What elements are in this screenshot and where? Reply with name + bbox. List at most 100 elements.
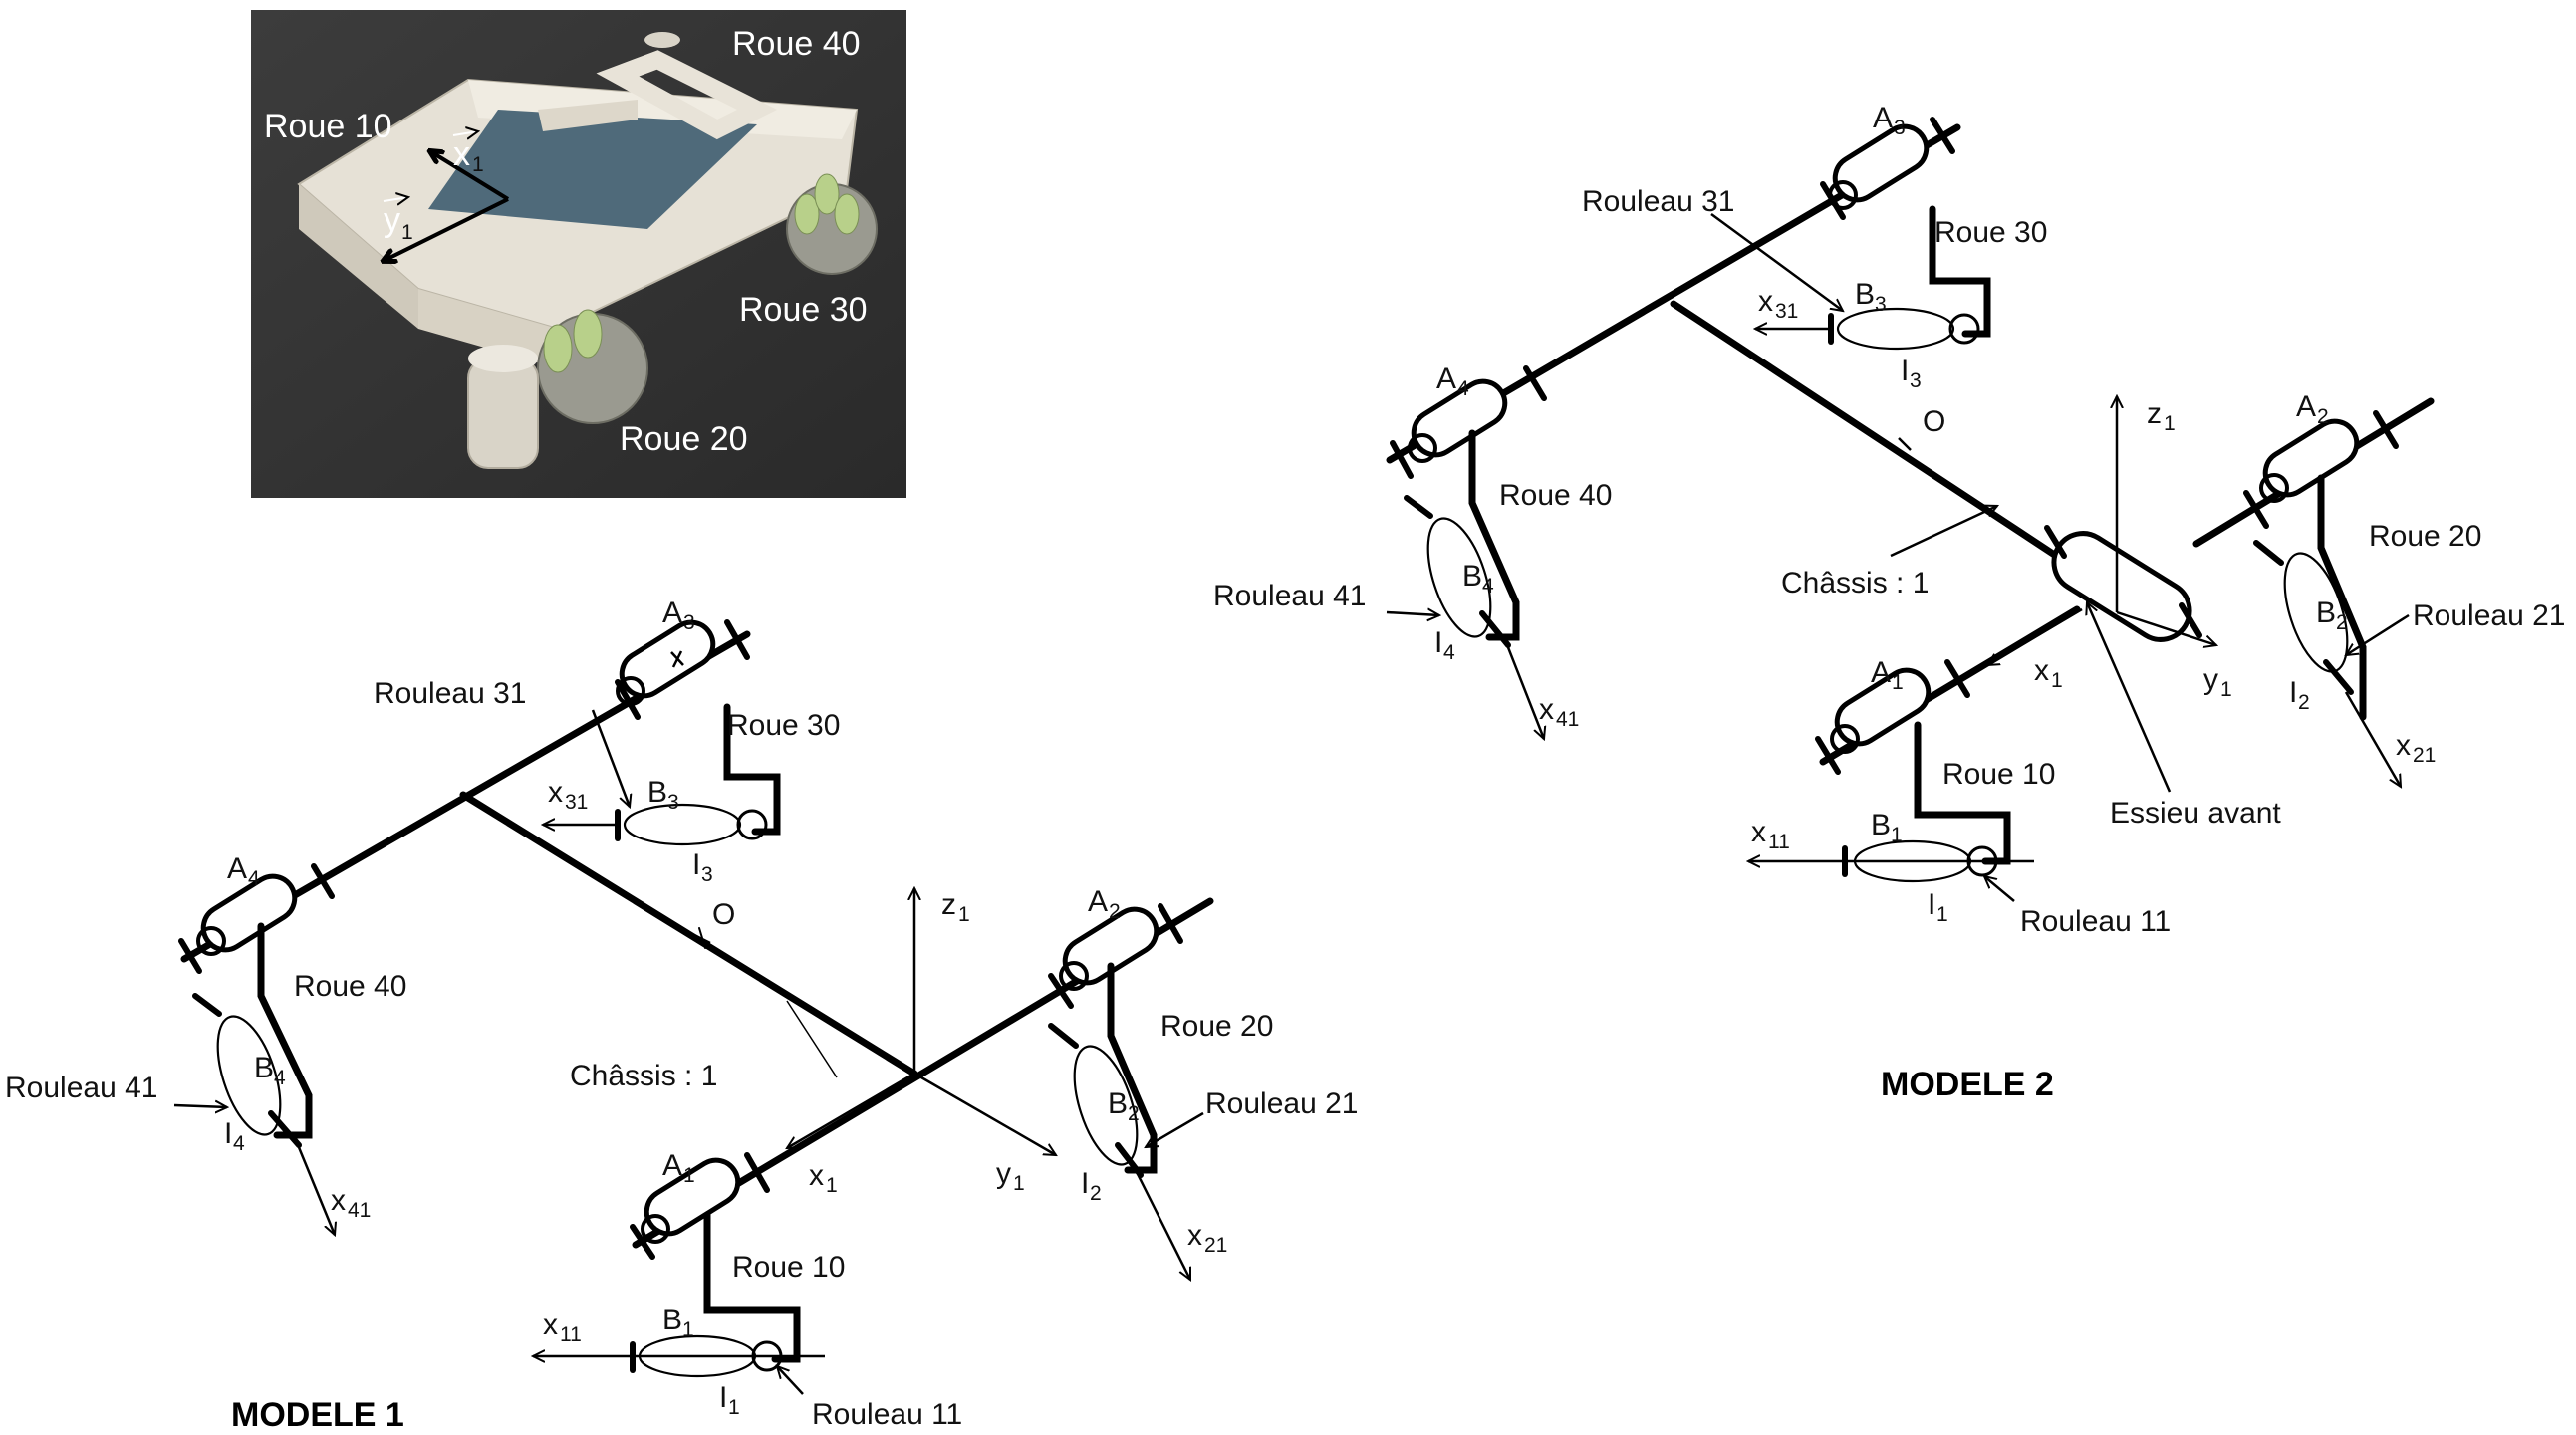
m2-b4-sub: 4 <box>1482 575 1494 598</box>
photo-roue30-label: Roue 30 <box>739 291 868 329</box>
m2-i4-sub: 4 <box>1443 641 1455 664</box>
m1-a1-sub: 1 <box>683 1164 695 1187</box>
m2-a3: A <box>1873 102 1893 134</box>
m1-b3-sub: 3 <box>667 791 679 814</box>
m1-i1: I <box>719 1381 727 1414</box>
m1-roue20: Roue 20 <box>1160 1010 1273 1043</box>
m1-z1: z <box>941 888 956 921</box>
m2-x41-sub: 41 <box>1556 708 1579 731</box>
m2-a4-sub: 4 <box>1457 377 1469 400</box>
m1-i4-sub: 4 <box>233 1132 245 1155</box>
m2-x41: x <box>1539 693 1554 726</box>
m2-rouleau31: Rouleau 31 <box>1582 185 1734 218</box>
m2-b3: B <box>1855 278 1875 311</box>
m1-title: MODELE 1 <box>231 1396 404 1434</box>
m1-rouleau41: Rouleau 41 <box>5 1072 157 1104</box>
m2-rouleau21: Rouleau 21 <box>2413 599 2565 632</box>
m1-i2: I <box>1081 1167 1089 1200</box>
m1-b2-sub: 2 <box>1128 1102 1140 1125</box>
photo-roue10-label: Roue 10 <box>264 108 392 145</box>
m1-rouleau11: Rouleau 11 <box>812 1398 962 1431</box>
m1-b3: B <box>647 776 667 809</box>
robot-photo: x 1 y 1 Roue 10 Roue 40 Roue 30 Roue 20 <box>251 10 906 498</box>
m1-b4-sub: 4 <box>274 1067 286 1089</box>
m1-a4-sub: 4 <box>248 867 260 890</box>
photo-y1-sub: 1 <box>401 221 413 244</box>
m1-a2: A <box>1088 885 1108 918</box>
m1-rouleau31: Rouleau 31 <box>374 677 526 710</box>
m2-b1: B <box>1871 809 1891 841</box>
photo-x1-label: x <box>453 135 470 173</box>
m2-i2-sub: 2 <box>2298 691 2310 714</box>
m2-x1-sub: 1 <box>2051 669 2063 692</box>
m2-a1: A <box>1871 656 1891 689</box>
m2-i4: I <box>1434 626 1442 659</box>
m1-x41-sub: 41 <box>348 1199 371 1222</box>
photo-x1-sub: 1 <box>472 153 484 176</box>
model1-diagram: Rouleau 31 Roue 30 Roue 40 Rouleau 41 O … <box>5 597 1358 1434</box>
m1-x21: x <box>1187 1219 1202 1252</box>
m1-b1-sub: 1 <box>682 1318 694 1341</box>
m2-i3-sub: 3 <box>1910 369 1922 392</box>
m1-b4: B <box>254 1052 274 1084</box>
m1-roue30: Roue 30 <box>727 709 840 742</box>
m2-chassis: Châssis : 1 <box>1781 567 1929 599</box>
m1-y1: y <box>996 1157 1011 1190</box>
m1-i3: I <box>692 848 700 881</box>
photo-roue20-label: Roue 20 <box>620 420 748 458</box>
m2-a1-sub: 1 <box>1892 671 1904 694</box>
m2-a3-sub: 3 <box>1894 117 1906 139</box>
m2-roue30: Roue 30 <box>1934 216 2047 249</box>
m2-essieu: Essieu avant <box>2110 797 2281 830</box>
m2-z1: z <box>2147 397 2162 430</box>
m1-i1-sub: 1 <box>728 1396 740 1419</box>
m1-i4: I <box>224 1117 232 1150</box>
m2-b1-sub: 1 <box>1891 824 1903 846</box>
m2-i1-sub: 1 <box>1936 903 1948 926</box>
m2-x11-sub: 11 <box>1768 831 1790 853</box>
m2-a2-sub: 2 <box>2317 405 2329 428</box>
m1-i3-sub: 3 <box>701 863 713 886</box>
m1-rouleau21: Rouleau 21 <box>1205 1087 1358 1120</box>
m1-a2-sub: 2 <box>1109 900 1121 923</box>
m1-z1-sub: 1 <box>958 903 970 926</box>
m1-origin: O <box>712 898 735 931</box>
m1-x41: x <box>331 1184 346 1217</box>
m2-roue20: Roue 20 <box>2369 520 2481 553</box>
m1-roue40: Roue 40 <box>294 970 406 1003</box>
m2-i1: I <box>1928 888 1935 921</box>
m2-i3: I <box>1901 355 1909 387</box>
m2-origin: O <box>1923 405 1945 438</box>
m2-a2: A <box>2296 390 2316 423</box>
photo-roue40-label: Roue 40 <box>732 25 861 63</box>
m1-a4: A <box>227 852 247 885</box>
m1-x11-sub: 11 <box>560 1323 582 1346</box>
m2-y1: y <box>2203 663 2218 696</box>
m1-y1-sub: 1 <box>1013 1172 1025 1195</box>
m2-rouleau11: Rouleau 11 <box>2020 905 2171 938</box>
m2-x21-sub: 21 <box>2413 744 2436 767</box>
m1-x31: x <box>548 776 563 809</box>
m1-b2: B <box>1108 1087 1128 1120</box>
m2-y1-sub: 1 <box>2220 678 2232 701</box>
m2-x21: x <box>2396 729 2411 762</box>
m2-b4: B <box>1462 560 1482 593</box>
m1-roue10: Roue 10 <box>732 1251 845 1284</box>
model2-diagram: Rouleau 31 Roue 30 Roue 40 Rouleau 41 O … <box>1213 102 2565 1103</box>
m2-x31: x <box>1758 285 1773 318</box>
m1-x1-sub: 1 <box>826 1174 838 1197</box>
m2-x31-sub: 31 <box>1775 300 1798 323</box>
m2-a4: A <box>1436 362 1456 395</box>
m1-a3-sub: 3 <box>683 611 695 634</box>
m2-i2: I <box>2289 676 2297 709</box>
m1-a1: A <box>662 1149 682 1182</box>
m2-rouleau41: Rouleau 41 <box>1213 580 1366 612</box>
m1-x31-sub: 31 <box>565 791 588 814</box>
m2-b3-sub: 3 <box>1875 293 1887 316</box>
m1-x21-sub: 21 <box>1204 1234 1227 1257</box>
m1-i2-sub: 2 <box>1090 1182 1102 1205</box>
m1-x1: x <box>809 1159 824 1192</box>
m1-chassis: Châssis : 1 <box>570 1060 717 1092</box>
m2-roue10: Roue 10 <box>1942 758 2055 791</box>
